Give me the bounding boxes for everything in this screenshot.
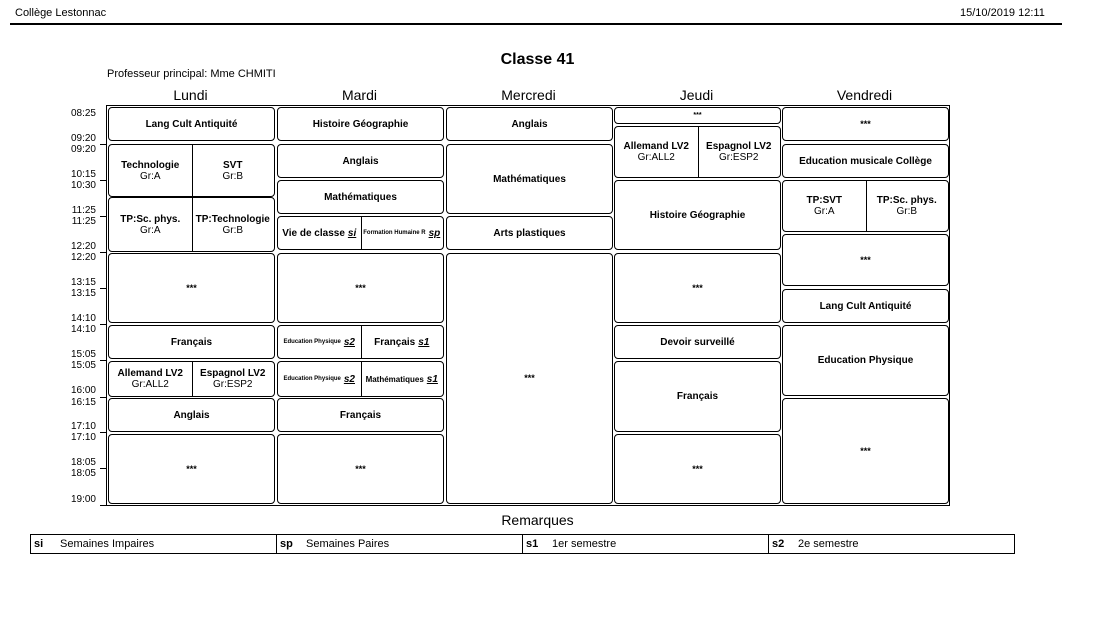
- lesson-block: Anglais: [277, 144, 444, 178]
- time-label: 17:10: [70, 421, 96, 432]
- time-label: 10:15: [70, 169, 96, 180]
- time-label: 13:15: [70, 277, 96, 288]
- lesson-block: Arts plastiques: [446, 216, 613, 250]
- time-tick: [100, 468, 106, 469]
- time-label: 11:25: [71, 205, 96, 216]
- lesson-block: Français: [277, 398, 444, 432]
- print-datetime: 15/10/2019 12:11: [960, 7, 1045, 19]
- lesson-block: Education musicale Collège: [782, 144, 949, 178]
- free-slot: ***: [277, 253, 444, 323]
- time-label: 15:05: [70, 360, 96, 371]
- time-label: 14:10: [70, 324, 96, 335]
- remarks-title: Remarques: [501, 512, 574, 528]
- lesson-block: Mathématiques: [277, 180, 444, 214]
- header-divider: [10, 23, 1062, 25]
- time-label: 16:15: [70, 397, 96, 408]
- time-label: 09:20: [70, 133, 96, 144]
- time-label: 16:00: [70, 385, 96, 396]
- time-tick: [100, 397, 106, 398]
- time-tick: [100, 144, 106, 145]
- time-tick: [100, 505, 106, 506]
- lesson-block: Mathématiques: [446, 144, 613, 214]
- time-label: 11:25: [71, 216, 96, 227]
- lesson-block: Lang Cult Antiquité: [108, 107, 275, 141]
- day-header-friday: Vendredi: [836, 87, 893, 103]
- timetable-frame: [106, 105, 950, 506]
- time-label: 12:20: [70, 252, 96, 263]
- lesson-block: Education Physique: [782, 325, 949, 396]
- free-slot: ***: [614, 253, 781, 323]
- free-slot: ***: [782, 398, 949, 504]
- day-header-thursday: Jeudi: [679, 87, 714, 103]
- lesson-block: Lang Cult Antiquité: [782, 289, 949, 323]
- free-slot: ***: [782, 234, 949, 286]
- lesson-block: Français: [614, 361, 781, 432]
- free-slot: ***: [614, 107, 781, 124]
- time-label: 18:05: [70, 457, 96, 468]
- time-label: 18:05: [70, 468, 96, 479]
- time-label: 08:25: [70, 108, 96, 119]
- time-label: 17:10: [70, 432, 96, 443]
- free-slot: ***: [108, 253, 275, 323]
- time-label: 13:15: [70, 288, 96, 299]
- day-header-wednesday: Mercredi: [501, 87, 556, 103]
- time-label: 19:00: [70, 494, 96, 505]
- time-tick: [100, 432, 106, 433]
- free-slot: ***: [446, 253, 613, 504]
- time-label: 15:05: [70, 349, 96, 360]
- lesson-block: Anglais: [446, 107, 613, 141]
- lesson-block: Devoir surveillé: [614, 325, 781, 359]
- time-tick: [100, 324, 106, 325]
- time-tick: [100, 288, 106, 289]
- time-tick: [100, 252, 106, 253]
- head-teacher: Professeur principal: Mme CHMITI: [107, 68, 276, 80]
- time-tick: [100, 216, 106, 217]
- free-slot: ***: [614, 434, 781, 504]
- lesson-block: Français: [108, 325, 275, 359]
- time-tick: [100, 360, 106, 361]
- day-header-monday: Lundi: [173, 87, 208, 103]
- day-header-tuesday: Mardi: [341, 87, 377, 103]
- lesson-block: Histoire Géographie: [614, 180, 781, 250]
- time-label: 14:10: [70, 313, 96, 324]
- lesson-block: Anglais: [108, 398, 275, 432]
- free-slot: ***: [782, 107, 949, 141]
- lesson-block: Histoire Géographie: [277, 107, 444, 141]
- free-slot: ***: [108, 434, 275, 504]
- time-tick: [100, 180, 106, 181]
- time-label: 10:30: [70, 180, 96, 191]
- free-slot: ***: [277, 434, 444, 504]
- school-name: Collège Lestonnac: [15, 7, 107, 19]
- time-label: 12:20: [70, 241, 96, 252]
- time-label: 09:20: [70, 144, 96, 155]
- page-title: Classe 41: [500, 51, 575, 68]
